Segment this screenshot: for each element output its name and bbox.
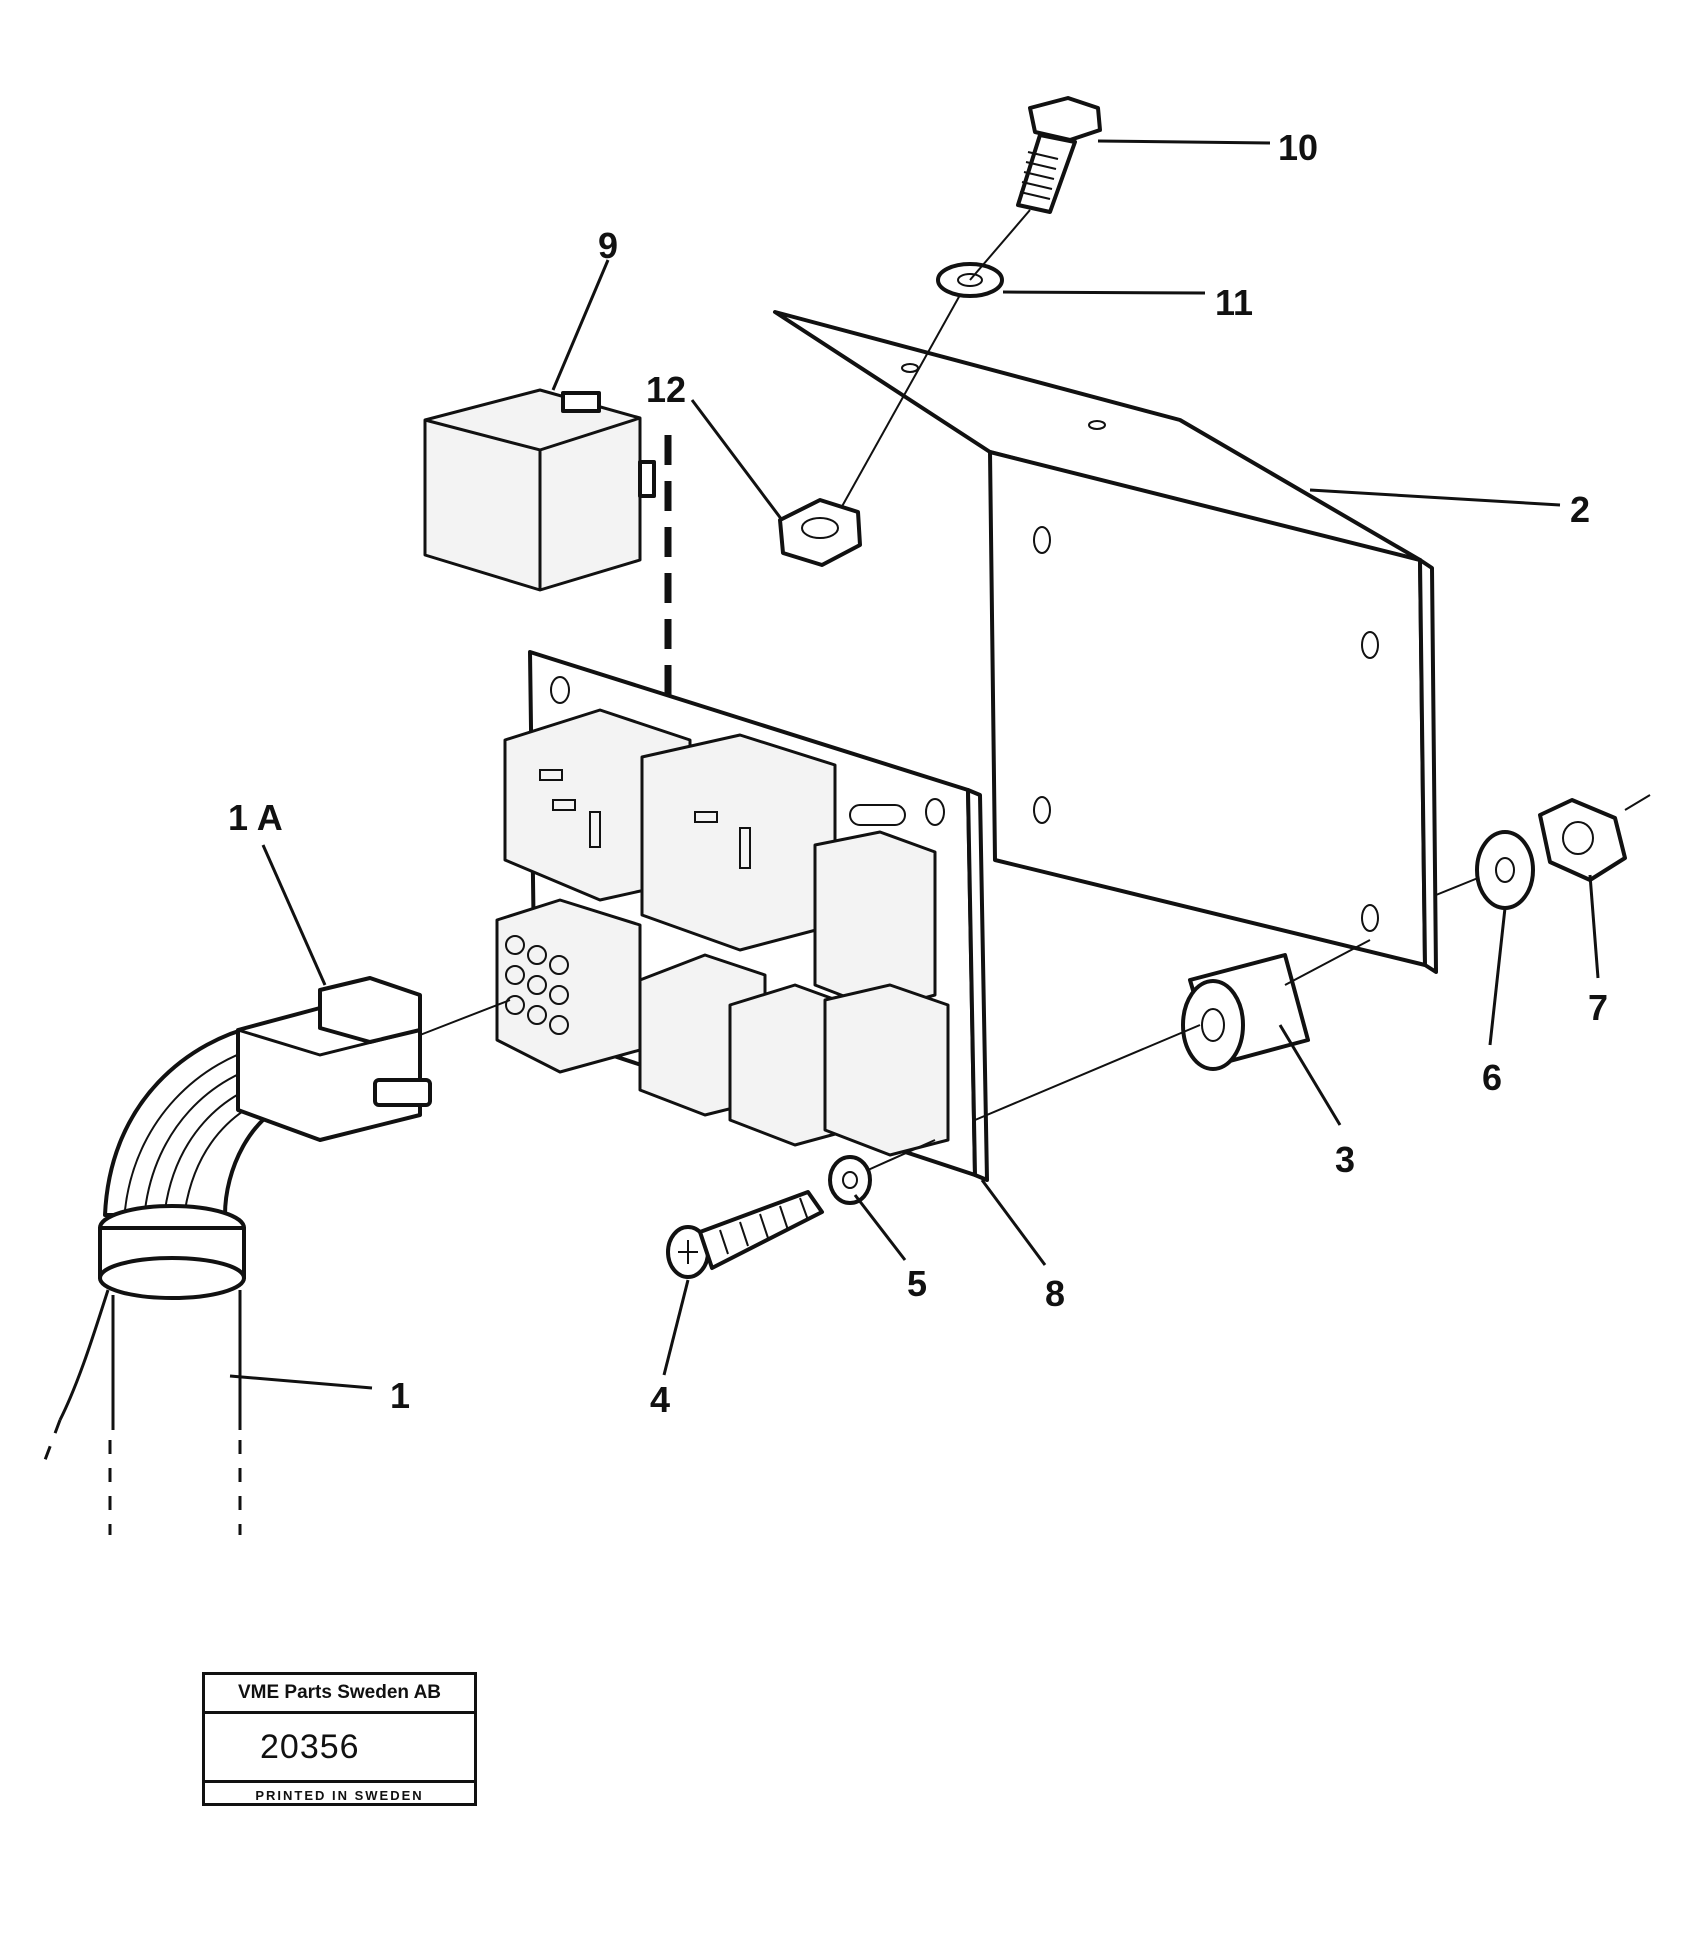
nut-top bbox=[778, 498, 862, 567]
mounting-bracket bbox=[773, 310, 1438, 974]
leader-lines bbox=[229, 139, 1600, 1390]
callout-4: 4 bbox=[650, 1379, 670, 1420]
washer-right bbox=[1475, 830, 1535, 910]
relay bbox=[423, 388, 656, 592]
washer-screw bbox=[828, 1155, 872, 1205]
wiring-harness bbox=[43, 976, 432, 1535]
callout-8: 8 bbox=[1045, 1273, 1065, 1314]
callout-2: 2 bbox=[1570, 489, 1590, 530]
callout-12: 12 bbox=[646, 369, 686, 410]
spacer bbox=[1181, 953, 1310, 1071]
callout-3: 3 bbox=[1335, 1139, 1355, 1180]
callout-1a: 1 A bbox=[228, 797, 283, 838]
bolt bbox=[1016, 96, 1102, 214]
callout-6: 6 bbox=[1482, 1057, 1502, 1098]
printed-notice: PRINTED IN SWEDEN bbox=[255, 1788, 424, 1803]
callouts: 10 11 2 9 12 1 A 1 3 6 7 5 8 4 bbox=[228, 127, 1608, 1420]
callout-9: 9 bbox=[598, 225, 618, 266]
callout-7: 7 bbox=[1588, 987, 1608, 1028]
screw bbox=[666, 1190, 824, 1279]
callout-5: 5 bbox=[907, 1263, 927, 1304]
drawing-number: 20356 bbox=[205, 1714, 474, 1783]
callout-10: 10 bbox=[1278, 127, 1318, 168]
callout-1: 1 bbox=[390, 1375, 410, 1416]
callout-11: 11 bbox=[1215, 282, 1253, 323]
title-block: VME Parts Sweden AB 20356 PRINTED IN SWE… bbox=[202, 1672, 477, 1806]
company-name: VME Parts Sweden AB bbox=[205, 1675, 474, 1714]
nut-right bbox=[1538, 798, 1627, 882]
relay-board bbox=[495, 650, 989, 1182]
